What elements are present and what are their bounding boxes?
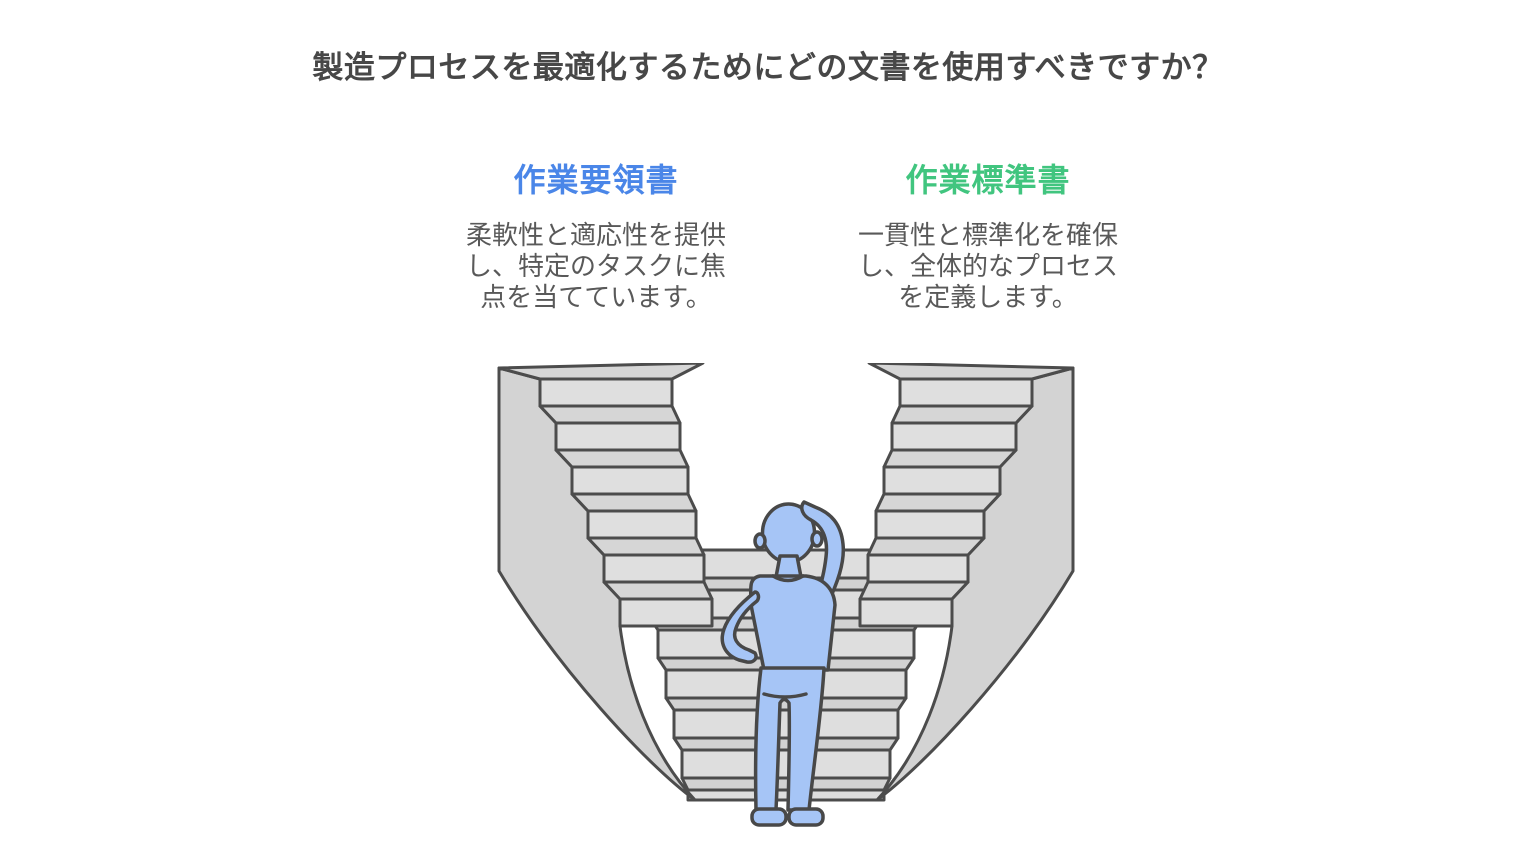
option-description-right: 一貫性と標準化を確保 し、全体的なプロセス を定義します。 <box>857 220 1118 312</box>
person-neck <box>774 554 803 579</box>
option-heading-sagyou-youryousho: 作業要領書 <box>513 162 679 198</box>
person-pants <box>753 666 826 812</box>
confused-person <box>720 500 846 827</box>
left-staircase <box>497 363 714 628</box>
option-heading-sagyou-hyoujunsho: 作業標準書 <box>905 162 1071 198</box>
person-left-foot <box>750 807 788 827</box>
option-description-left: 柔軟性と適応性を提供 し、特定のタスクに焦 点を当てています。 <box>465 220 726 312</box>
person-seat-line <box>762 692 808 699</box>
person-raised-arm <box>800 500 846 612</box>
person-collar-line <box>771 574 805 583</box>
person-right-ear-icon <box>810 530 824 548</box>
person-right-foot <box>787 807 825 827</box>
person-torso <box>748 574 837 672</box>
person-akimbo-arm <box>720 590 761 664</box>
right-staircase <box>858 363 1075 628</box>
forked-staircase-illustration <box>497 363 1075 827</box>
person-left-ear-icon <box>753 532 767 550</box>
page-title: 製造プロセスを最適化するためにどの文書を使用すべきですか？ <box>312 50 1224 85</box>
